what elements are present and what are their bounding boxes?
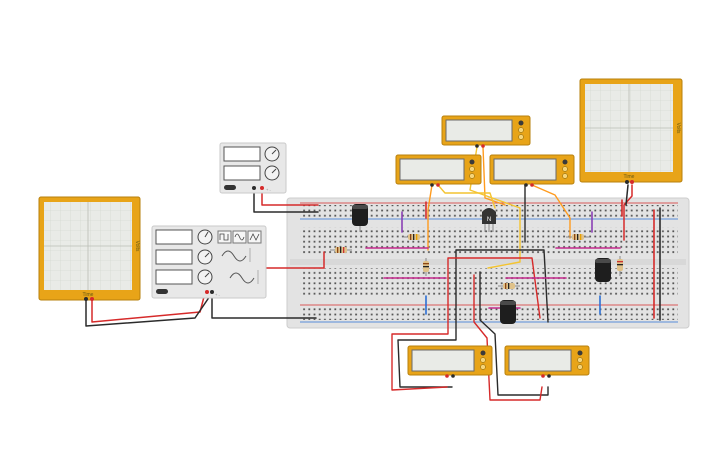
psu-output-positive-terminal[interactable]	[260, 186, 264, 190]
fgen-display-2	[155, 249, 193, 265]
resistor-1[interactable]	[330, 247, 352, 253]
multimeter-bottom-left-port-1[interactable]	[480, 357, 486, 363]
resistor-2[interactable]	[404, 234, 424, 240]
multimeter-bottom-left[interactable]	[407, 345, 493, 378]
multimeter-upper-left[interactable]	[395, 154, 482, 187]
wires[interactable]	[85, 146, 661, 401]
wire-meter-upper-left-orange[interactable]	[427, 184, 433, 251]
wire-psu-negative[interactable]	[253, 189, 319, 213]
bottom-power-rail[interactable]	[300, 308, 678, 320]
oscilloscope-right-probe-negative[interactable]	[625, 180, 629, 184]
fgen-output-negative-terminal[interactable]	[210, 290, 214, 294]
fgen-sine-preview-icon	[221, 250, 247, 262]
multimeter-top-center-port-1[interactable]	[518, 127, 524, 133]
oscilloscope-left-probe-positive[interactable]	[90, 297, 94, 301]
multimeter-upper-right-port-1[interactable]	[562, 166, 568, 172]
oscilloscope-left-time-label: Time	[83, 292, 94, 298]
npn-transistor[interactable]: N	[482, 208, 496, 232]
multimeter-upper-left-port-1[interactable]	[469, 166, 475, 172]
dc-power-supply[interactable]: + -	[219, 142, 287, 194]
oscilloscope-left[interactable]: Volts Time	[38, 196, 141, 301]
multimeter-bottom-right-port-2[interactable]	[577, 364, 583, 370]
multimeter-bottom-right-port-1[interactable]	[577, 357, 583, 363]
lower-terminal-strip[interactable]	[300, 268, 678, 296]
psu-output-label: + -	[266, 187, 271, 192]
wire-scope-left-red[interactable]	[91, 292, 206, 323]
electrolytic-capacitor-2[interactable]	[595, 258, 611, 282]
multimeter-upper-right-port-2[interactable]	[562, 173, 568, 179]
wire-meter-bottom-left-black[interactable]	[397, 249, 549, 388]
triangle-wave-icon	[249, 233, 260, 241]
wire-meter-bottom-right-black[interactable]	[479, 271, 549, 396]
resistor-5[interactable]	[617, 256, 623, 276]
wire-meter-upper-right-orange[interactable]	[531, 184, 571, 239]
multimeter-upper-left-port-2[interactable]	[469, 173, 475, 179]
oscilloscope-left-probe-negative[interactable]	[84, 297, 88, 301]
oscilloscope-right-time-label: Time	[624, 174, 635, 180]
multimeter-upper-left-mode-button[interactable]	[469, 159, 475, 165]
multimeter-bottom-right-display	[508, 349, 572, 372]
function-generator[interactable]: + -	[151, 225, 267, 299]
wire-meter-top-center-red[interactable]	[482, 146, 506, 206]
multimeter-bottom-right[interactable]	[504, 345, 590, 378]
multimeter-top-center-display	[445, 119, 513, 142]
breadboard[interactable]	[286, 197, 690, 329]
sine-wave-icon	[234, 233, 245, 241]
wire-scope-right-black[interactable]	[625, 184, 629, 206]
oscilloscope-right-volts-label: Volts	[675, 123, 681, 134]
oscilloscope-left-volts-label: Volts	[134, 241, 140, 252]
wire-scope-left-black[interactable]	[85, 292, 213, 327]
center-channel	[290, 259, 686, 265]
resistor-4[interactable]	[566, 234, 590, 240]
electrolytic-capacitor-1[interactable]	[352, 204, 368, 232]
multimeter-bottom-left-port-2[interactable]	[480, 364, 486, 370]
fgen-output-positive-terminal[interactable]	[205, 290, 209, 294]
wire-psu-positive[interactable]	[261, 189, 319, 206]
multimeter-upper-right[interactable]	[489, 154, 575, 187]
wire-meter-bottom-left-red[interactable]	[391, 257, 541, 391]
multimeter-top-center-port-2[interactable]	[518, 134, 524, 140]
wire-fgen-positive[interactable]	[211, 292, 317, 319]
oscilloscope-right-probe-positive[interactable]	[630, 180, 634, 184]
transistor-label: N	[487, 217, 491, 223]
multimeter-bottom-right-mode-button[interactable]	[577, 350, 583, 356]
fgen-sine-preview-icon-2	[229, 272, 255, 284]
oscilloscope-right[interactable]: Volts Time	[579, 78, 683, 184]
wire-scope-right-red[interactable]	[623, 184, 633, 241]
square-wave-icon	[219, 233, 229, 241]
electrolytic-capacitor-3[interactable]	[500, 300, 516, 324]
multimeter-upper-left-display	[399, 158, 465, 181]
resistor-3[interactable]	[423, 258, 429, 276]
multimeter-upper-right-display	[493, 158, 557, 181]
psu-power-switch[interactable]	[224, 185, 236, 190]
fgen-display-3	[155, 269, 193, 285]
multimeter-bottom-left-mode-button[interactable]	[480, 350, 486, 356]
psu-voltage-display	[223, 146, 261, 162]
components[interactable]: N	[330, 204, 623, 324]
fgen-output-label: + -	[215, 292, 220, 297]
multimeter-top-center-mode-button[interactable]	[518, 120, 524, 126]
psu-current-display	[223, 165, 261, 181]
resistor-6[interactable]	[498, 283, 520, 289]
psu-output-negative-terminal[interactable]	[252, 186, 256, 190]
multimeter-top-center[interactable]	[441, 115, 531, 148]
multimeter-upper-right-mode-button[interactable]	[562, 159, 568, 165]
fgen-display-1	[155, 229, 193, 245]
fgen-power-switch[interactable]	[156, 289, 168, 294]
multimeter-bottom-left-display	[411, 349, 475, 372]
wire-meter-upper-left-yellow[interactable]	[437, 184, 496, 209]
